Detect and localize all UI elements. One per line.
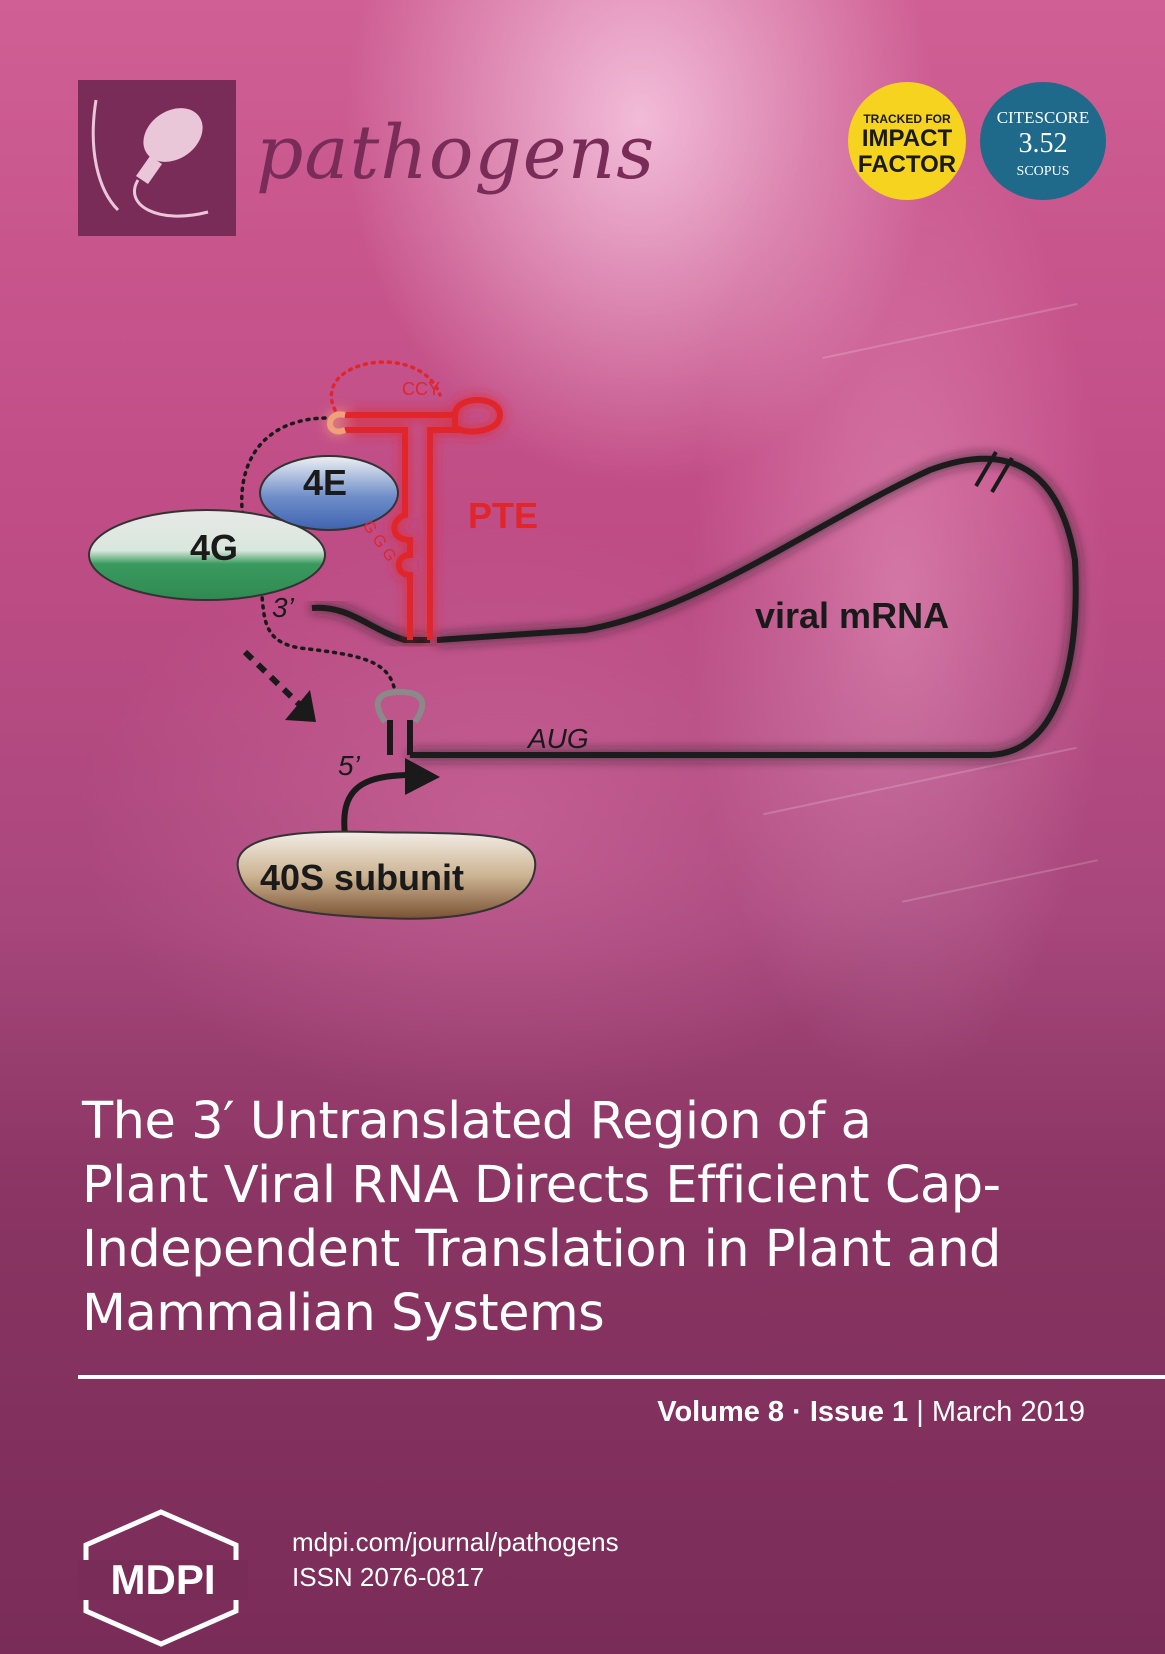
factor-4g [88, 509, 326, 601]
label-40s-subunit: 40S subunit [260, 857, 464, 898]
interaction-path [240, 416, 397, 694]
label-4e: 4E [303, 462, 347, 503]
title-line: Mammalian Systems [82, 1284, 605, 1343]
separator-dot: · [784, 1396, 810, 1428]
five-prime-hairpin [387, 720, 413, 755]
journal-url[interactable]: mdpi.com/journal/pathogens [292, 1527, 619, 1557]
journal-name: pathogens [256, 110, 656, 196]
volume: Volume 8 [657, 1396, 785, 1428]
label-4g: 4G [190, 527, 238, 568]
scanning-arrow [341, 772, 413, 836]
break-mark [974, 450, 1014, 494]
pseudoknot-link [329, 360, 442, 412]
translation-diagram: 4G 4E PTE CCY G G G 3’ 5’ AUG viral mRNA… [88, 360, 1079, 920]
pte-structure [327, 397, 504, 640]
three-prime-end [311, 604, 430, 643]
issue-info: Volume 8 · Issue 1 | March 2019 [657, 1396, 1085, 1429]
divider [78, 1375, 1165, 1379]
journal-logo [78, 80, 236, 236]
label-ccy: CCY [402, 379, 440, 399]
badge-line: TRACKED FOR [863, 112, 951, 126]
label-aug: AUG [526, 723, 589, 754]
label-viral-mrna: viral mRNA [755, 595, 949, 636]
title-line: Plant Viral RNA Directs Efficient Cap- [82, 1156, 1001, 1215]
title-line: The 3′ Untranslated Region of a [82, 1092, 872, 1151]
recruitment-arrow [242, 649, 303, 708]
badge-line: IMPACT [861, 125, 953, 152]
title-line: Independent Translation in Plant and [82, 1220, 1001, 1279]
citescore-value: 3.52 [1018, 128, 1068, 159]
citescore-badge: CITESCORE 3.52 SCOPUS [980, 82, 1106, 200]
pathogen-logo-icon [91, 99, 209, 218]
hexagon-icon [83, 1509, 239, 1647]
citescore-label: CITESCORE [996, 108, 1090, 127]
svg-text:MDPI: MDPI [111, 1556, 216, 1603]
issue-date: March 2019 [931, 1396, 1085, 1428]
badge-line: FACTOR [857, 151, 957, 178]
factor-4e [259, 455, 399, 531]
issue-number: Issue 1 [809, 1396, 909, 1428]
impact-factor-badge: TRACKED FOR IMPACT FACTOR [848, 82, 966, 200]
label-3-prime: 3’ [272, 592, 295, 623]
article-title: The 3′ Untranslated Region of a Plant Vi… [82, 1090, 1132, 1346]
issn: ISSN 2076-0817 [292, 1562, 485, 1592]
ribosome-40s [236, 830, 537, 920]
citescore-source: SCOPUS [1016, 164, 1070, 179]
mdpi-logo: MDPI [78, 1509, 248, 1647]
badge-main: IMPACT FACTOR [848, 126, 966, 178]
separator-bar: | [908, 1396, 932, 1428]
viral-mrna-strand [410, 455, 1079, 758]
label-pte: PTE [468, 495, 538, 536]
label-5-prime: 5’ [338, 750, 361, 781]
